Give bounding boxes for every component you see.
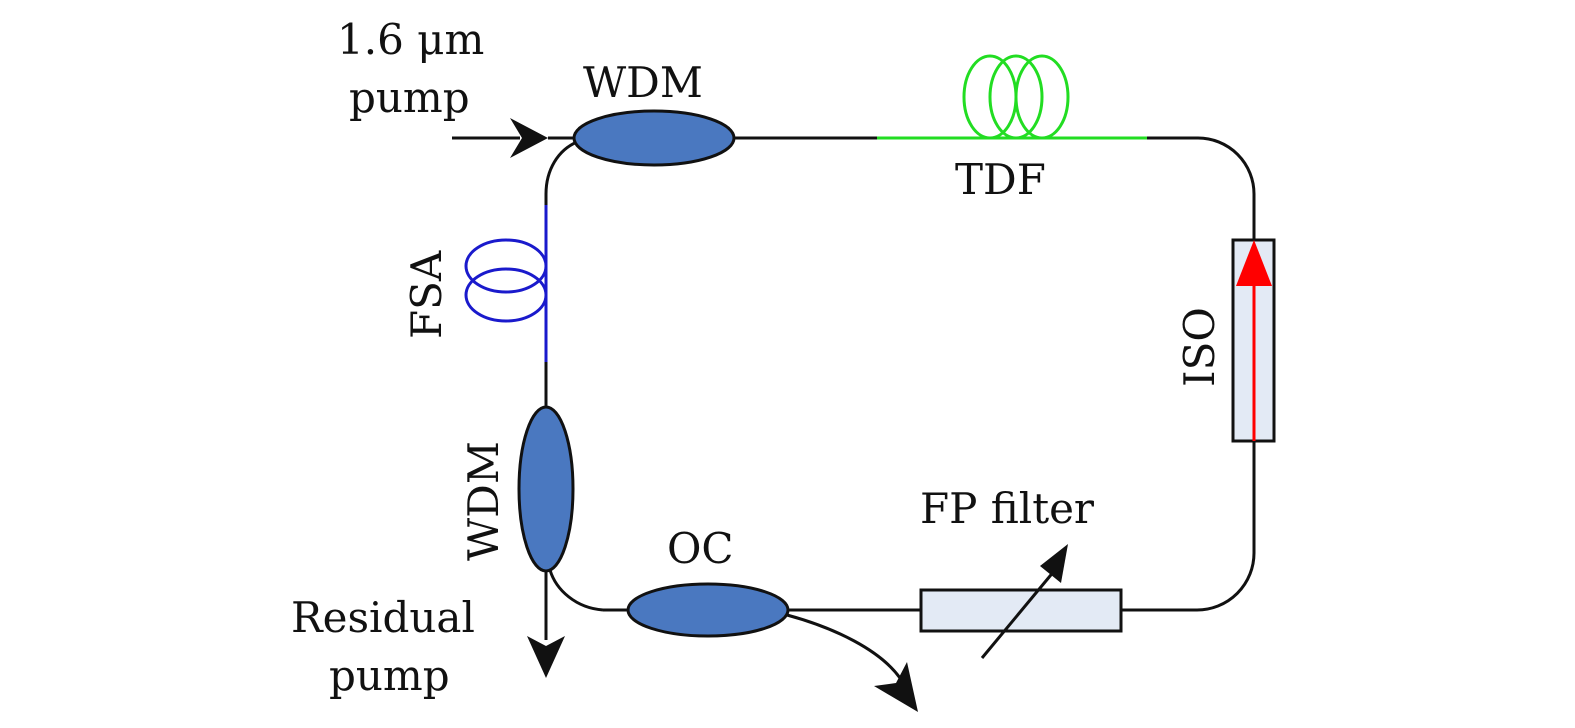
pump-input-label-line1: 1.6 μm: [337, 15, 484, 64]
fsa-label: FSA: [402, 250, 451, 339]
fp-filter-tune-line: [980, 569, 1057, 659]
residual-pump-label-line1: Residual: [291, 593, 475, 642]
oc-output-fiber: [786, 613, 902, 679]
wdm-top-coupler: [572, 109, 736, 167]
pump-input-arrow-icon: [510, 118, 548, 158]
pump-input-label-line2: pump: [349, 73, 470, 122]
wdm-left-coupler: [517, 405, 575, 573]
tdf-label: TDF: [955, 155, 1046, 204]
fiber-top-left-corner: [544, 140, 578, 205]
fiber-top-right-corner: [1197, 136, 1256, 240]
fiber-bottom-left-curve: [548, 569, 604, 612]
iso-arrow-icon: [1236, 240, 1272, 441]
fiber-bottom-right-corner: [1121, 552, 1256, 612]
wdm-left-label: WDM: [459, 441, 508, 561]
tdf-coil-icon: [877, 54, 1147, 140]
fp-filter-tune-arrow-icon: [1040, 544, 1068, 583]
wdm-top-label: WDM: [583, 58, 703, 107]
fp-filter-label: FP filter: [920, 484, 1095, 533]
oc-label: OC: [667, 524, 734, 573]
iso-label: ISO: [1175, 307, 1224, 387]
residual-pump-label-line2: pump: [329, 651, 450, 700]
oc-output-arrow-icon: [874, 662, 918, 712]
residual-pump-arrow-icon: [527, 636, 565, 678]
oc-coupler: [626, 582, 790, 638]
fsa-coil-icon: [464, 205, 548, 362]
